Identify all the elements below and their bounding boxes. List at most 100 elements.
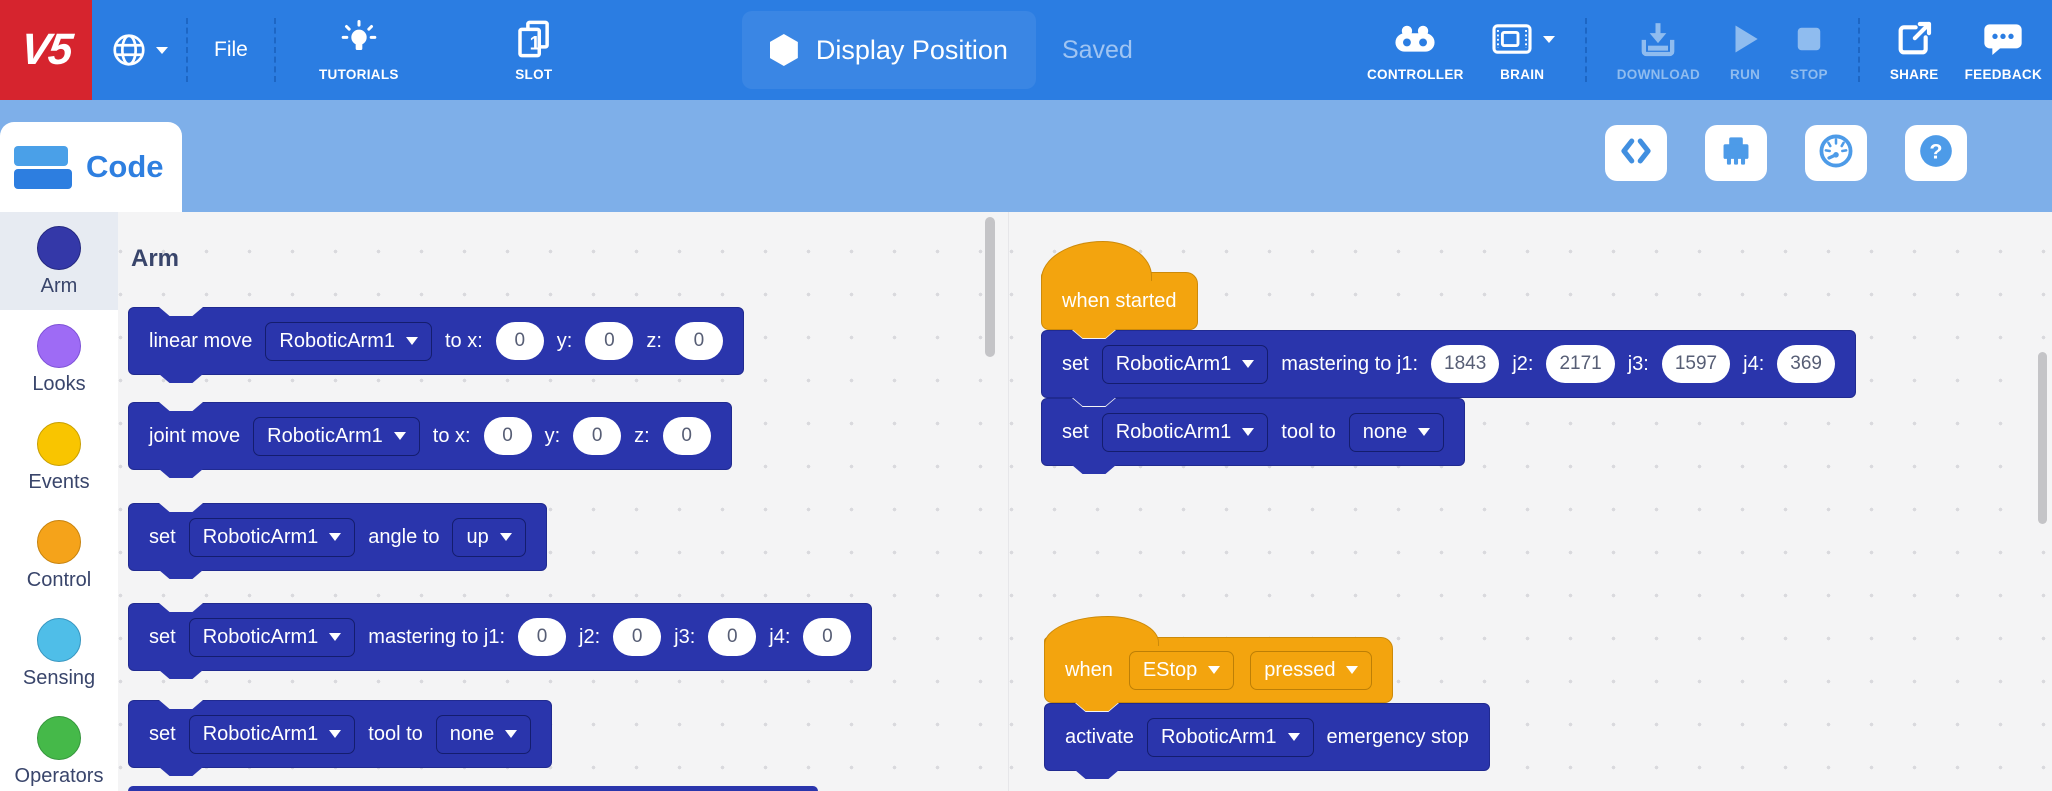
v5-logo[interactable]: V5 xyxy=(0,0,92,100)
block-value-input[interactable]: 2171 xyxy=(1546,345,1615,383)
language-menu[interactable] xyxy=(110,29,168,71)
block-label: joint move xyxy=(149,424,241,447)
chevron-down-icon xyxy=(1242,428,1255,436)
blocks-icon xyxy=(14,145,72,189)
block-value-input[interactable]: 1843 xyxy=(1431,345,1500,383)
block-dropdown[interactable]: up xyxy=(452,517,526,557)
sidebar-item-looks[interactable]: Looks xyxy=(0,310,118,408)
block-dropdown[interactable]: EStop xyxy=(1128,650,1235,690)
sidebar-item-operators[interactable]: Operators xyxy=(0,702,118,791)
controller-label: CONTROLLER xyxy=(1366,67,1464,82)
hat-when-started[interactable]: when started xyxy=(1041,241,1198,330)
block-label: j2: xyxy=(1512,352,1534,375)
sidebar-item-sensing[interactable]: Sensing xyxy=(0,604,118,702)
brain-icon xyxy=(1490,18,1534,60)
dashboard-button[interactable] xyxy=(1805,125,1867,181)
block-value-input[interactable]: 0 xyxy=(495,322,544,360)
block-dropdown[interactable]: none xyxy=(435,714,532,754)
block-value-input[interactable]: 0 xyxy=(573,417,622,455)
stop-label: STOP xyxy=(1790,67,1828,82)
block-value-input[interactable]: 0 xyxy=(585,322,634,360)
tab-code[interactable]: Code xyxy=(0,122,182,212)
v5-logo-text: V5 xyxy=(18,25,74,74)
code-brackets-icon xyxy=(1617,134,1655,173)
block-dropdown[interactable]: RoboticArm1 xyxy=(1101,344,1269,384)
block-dropdown[interactable]: RoboticArm1 xyxy=(188,617,356,657)
block-value-input[interactable]: 0 xyxy=(483,417,532,455)
run-button[interactable]: RUN xyxy=(1726,18,1764,82)
slot-label: SLOT xyxy=(515,67,553,82)
feedback-label: FEEDBACK xyxy=(1964,67,2042,82)
block-value-input[interactable]: 1597 xyxy=(1661,345,1731,383)
block-value-input[interactable]: 0 xyxy=(674,322,723,360)
block-label: z: xyxy=(634,424,650,447)
sidebar-item-arm[interactable]: Arm xyxy=(0,212,118,310)
header-actions: CONTROLLER BRAIN xyxy=(1367,18,2042,82)
chevron-down-icon xyxy=(1418,428,1431,436)
palette-scrollbar[interactable] xyxy=(985,217,995,357)
share-label: SHARE xyxy=(1889,67,1939,82)
dropdown-value: RoboticArm1 xyxy=(1160,725,1277,748)
code-view-button[interactable] xyxy=(1605,125,1667,181)
dropdown-value: none xyxy=(449,722,495,745)
block-value-input[interactable]: 0 xyxy=(518,618,567,656)
block-dropdown[interactable]: RoboticArm1 xyxy=(188,517,356,557)
tutorials-button[interactable]: TUTORIALS xyxy=(306,18,412,82)
lightbulb-icon xyxy=(339,18,379,60)
slot-page-icon: 1 xyxy=(513,18,555,60)
stop-button[interactable]: STOP xyxy=(1790,18,1828,82)
block-category-sidebar: Arm Looks Events Control Sensing Operato… xyxy=(0,212,118,791)
download-button[interactable]: DOWNLOAD xyxy=(1617,18,1700,82)
block-dropdown[interactable]: RoboticArm1 xyxy=(253,416,420,456)
block-value-input[interactable]: 0 xyxy=(803,618,852,656)
block-value-input[interactable]: 0 xyxy=(662,417,711,455)
dropdown-value: RoboticArm1 xyxy=(267,424,383,447)
project-name-field[interactable]: Display Position xyxy=(741,11,1036,89)
block-value-input[interactable]: 0 xyxy=(613,618,662,656)
block-dropdown[interactable]: pressed xyxy=(1250,650,1373,690)
chevron-down-icon xyxy=(499,533,512,541)
sidebar-item-control[interactable]: Control xyxy=(0,506,118,604)
share-button[interactable]: SHARE xyxy=(1890,18,1939,82)
brain-button[interactable]: BRAIN xyxy=(1490,18,1555,82)
device-port-button[interactable] xyxy=(1705,125,1767,181)
help-button[interactable]: ? xyxy=(1905,125,1967,181)
sidebar-item-events[interactable]: Events xyxy=(0,408,118,506)
feedback-button[interactable]: FEEDBACK xyxy=(1965,18,2042,82)
sensing-category-dot xyxy=(37,618,81,662)
block-dropdown[interactable]: RoboticArm1 xyxy=(265,321,432,361)
block-dropdown[interactable]: none xyxy=(1348,412,1445,452)
block-value-input[interactable]: 369 xyxy=(1777,345,1835,383)
dropdown-value: RoboticArm1 xyxy=(202,525,319,548)
file-menu[interactable]: File xyxy=(214,38,248,61)
chevron-down-icon xyxy=(329,533,342,541)
slot-button[interactable]: 1 SLOT xyxy=(504,18,564,82)
controller-button[interactable]: CONTROLLER xyxy=(1367,18,1464,82)
block-dropdown[interactable]: RoboticArm1 xyxy=(188,714,356,754)
category-label: Events xyxy=(28,471,90,493)
share-icon xyxy=(1894,18,1934,60)
block-label: set xyxy=(1062,420,1089,443)
block-value-input[interactable]: 0 xyxy=(708,618,757,656)
chevron-down-icon xyxy=(406,337,418,345)
block-dropdown[interactable]: RoboticArm1 xyxy=(1101,412,1269,452)
workspace-scrollbar[interactable] xyxy=(2038,352,2047,524)
block-label: tool to xyxy=(368,722,423,745)
hat-dome xyxy=(1041,241,1153,281)
dropdown-value: RoboticArm1 xyxy=(279,329,395,352)
block-dropdown[interactable]: RoboticArm1 xyxy=(1146,717,1314,757)
palette-block-partial[interactable] xyxy=(128,786,818,791)
dropdown-value: RoboticArm1 xyxy=(1115,352,1232,375)
